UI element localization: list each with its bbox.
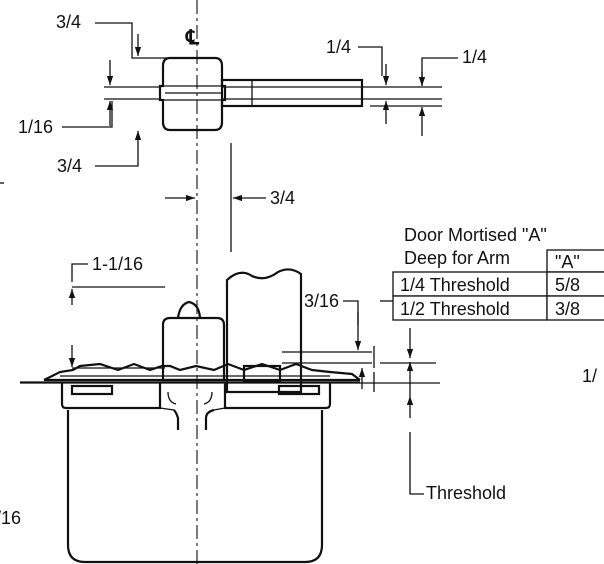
table-row-label: 1/4 Threshold: [400, 275, 510, 295]
leader-1-16: [62, 101, 113, 128]
dim-edge-left: /16: [0, 508, 21, 528]
table-row-label: 1/2 Threshold: [400, 299, 510, 319]
mortise-table: Door Mortised "A" Deep for Arm "A" 1/4 T…: [380, 225, 604, 321]
centerline-symbol: ℄: [185, 27, 200, 49]
dim-3-16: 3/16: [304, 291, 339, 311]
dim-3-4-lower: 3/4: [57, 156, 82, 176]
door-stub: [225, 268, 303, 394]
table-row-value-cell: [546, 295, 604, 321]
arm-button: [161, 300, 226, 382]
leader-threshold: [409, 466, 424, 495]
cover-plate: [20, 362, 440, 384]
pivot-block: [158, 56, 227, 132]
dim-1-4-left: 1/4: [326, 37, 351, 57]
dim-3-4-offset: 3/4: [270, 188, 295, 208]
table-row-value: 3/8: [555, 299, 580, 319]
dim-edge-right: 1/: [582, 366, 597, 386]
cement-case: [60, 383, 332, 564]
leader-3-16: [343, 300, 359, 325]
dim-1-4-right: 1/4: [462, 47, 487, 67]
threshold-label: Threshold: [426, 483, 506, 503]
table-title-line1: Door Mortised "A": [404, 225, 547, 245]
dim-3-4-upper: 3/4: [56, 12, 81, 32]
table-row-value-cell: [546, 271, 604, 297]
dim-1-16: 1/16: [18, 117, 53, 137]
leader-3-4-upper: [95, 22, 170, 59]
leader-1-4-left: [358, 46, 383, 76]
table-title-line2: Deep for Arm: [404, 248, 510, 268]
table-row-value: 5/8: [555, 275, 580, 295]
top-arm: [220, 78, 364, 108]
leader-3-4-lower: [95, 148, 139, 167]
table-header: "A": [555, 252, 580, 272]
dim-1-1-16: 1-1/16: [92, 254, 143, 274]
leader-1-4-right: [421, 57, 458, 85]
leader-1-1-16: [71, 263, 88, 282]
